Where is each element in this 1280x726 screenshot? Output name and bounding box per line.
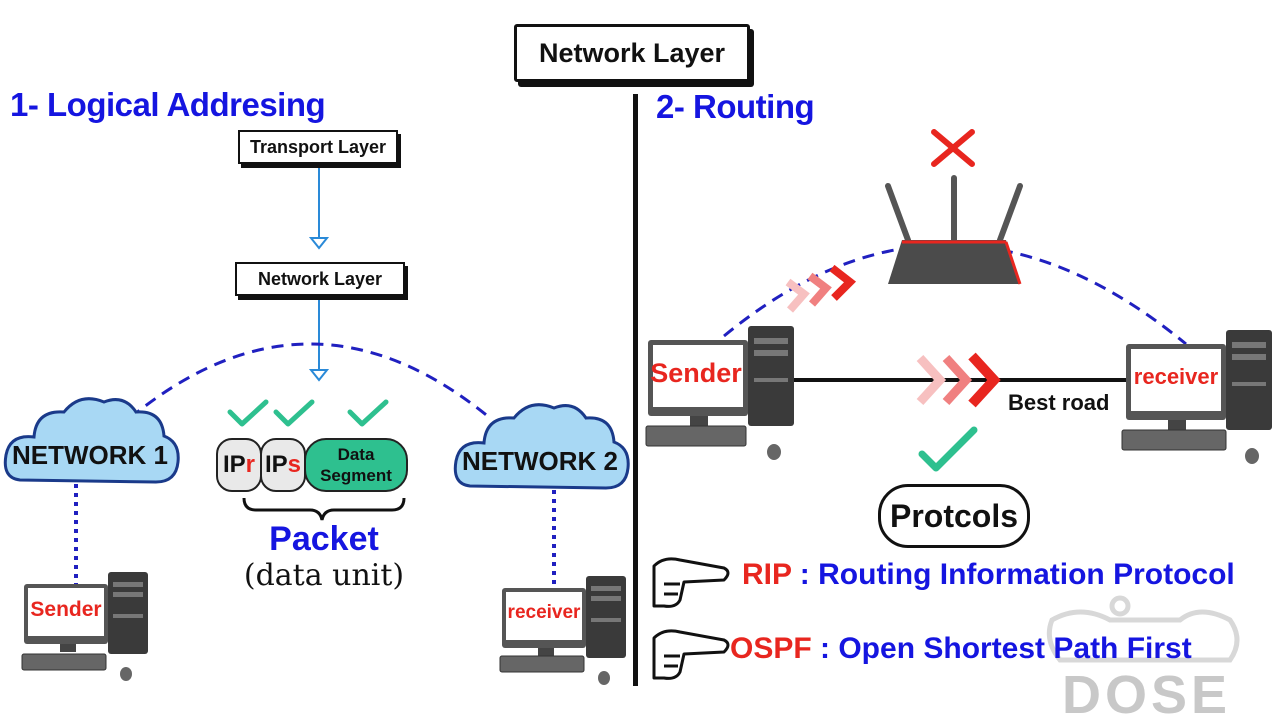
sender-computer-right [645, 326, 794, 460]
pointing-hand-icon [652, 629, 730, 680]
ospf-abbr: OSPF [730, 632, 812, 665]
best-road-label: Best road [1008, 390, 1110, 415]
check-icon [918, 426, 978, 472]
sender-label-left: Sender [30, 598, 102, 621]
data-segment-line2: Segment [320, 466, 392, 485]
network-2-label: NETWORK 2 [462, 446, 618, 476]
ip-sub: s [287, 451, 302, 478]
chevron-icon [942, 354, 973, 406]
routing-graphic [645, 129, 1272, 680]
network-1-label: NETWORK 1 [12, 440, 168, 470]
data-segment-line1: Data [337, 445, 375, 464]
down-arrow [308, 168, 330, 250]
rip-protocol-line: RIP : Routing Information Protocol [742, 558, 1235, 592]
close-icon [931, 129, 975, 167]
data-segment-pill: Data Segment [304, 438, 408, 492]
transport-layer-box: Transport Layer [238, 130, 398, 164]
ip-prefix: IP [222, 451, 246, 478]
rip-abbr: RIP [742, 558, 792, 591]
ip-prefix: IP [264, 451, 288, 478]
chevron-icon [829, 264, 857, 301]
check-icon [227, 399, 269, 427]
receiver-computer-right [1121, 330, 1272, 464]
network-layer-box: Network Layer [235, 262, 405, 296]
packet-label: Packet [269, 520, 379, 558]
watermark-logo-icon [1046, 595, 1240, 663]
check-icon [273, 399, 315, 427]
routing-title: 2- Routing [656, 88, 815, 125]
router-icon [885, 175, 1023, 285]
section-divider [633, 94, 638, 686]
receiver-label-left: receiver [507, 602, 581, 623]
ospf-desc: : Open Shortest Path First [811, 632, 1192, 665]
sender-computer-left [21, 572, 148, 681]
chevron-icon [916, 354, 947, 406]
pointing-hand-icon [652, 557, 730, 608]
chevron-icon [785, 278, 810, 313]
down-arrow [308, 300, 330, 382]
left-connections [3, 168, 630, 685]
protocols-badge: Protcols [878, 484, 1030, 548]
rip-desc: : Routing Information Protocol [791, 558, 1235, 591]
sender-label-right: Sender [650, 358, 742, 388]
watermark-text: DOSE [1062, 665, 1232, 725]
logical-addressing-title: 1- Logical Addresing [10, 86, 326, 123]
cloud-network-2 [453, 403, 630, 490]
receiver-label-right: receiver [1133, 364, 1219, 389]
receiver-computer-left [499, 576, 626, 685]
cloud-network-1 [3, 397, 180, 484]
packet-brace [242, 497, 406, 521]
check-icon [347, 399, 389, 427]
ospf-protocol-line: OSPF : Open Shortest Path First [730, 632, 1192, 666]
page-title: Network Layer [514, 24, 750, 82]
chevron-icon [968, 352, 1001, 408]
ip-sub: r [245, 451, 256, 478]
chevron-icon [807, 272, 832, 307]
data-unit-label: (data unit) [243, 558, 405, 593]
